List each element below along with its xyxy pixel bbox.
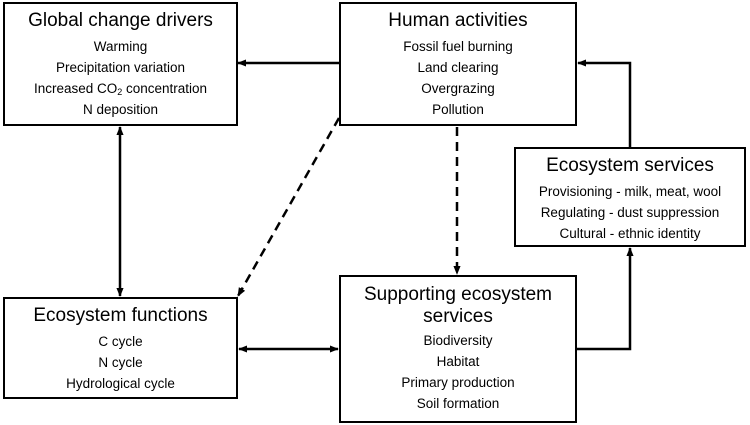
activity-item: Pollution: [432, 102, 484, 117]
driver-item-co2: Increased CO2 concentration: [5, 78, 236, 99]
supporting-item: Soil formation: [416, 396, 500, 411]
function-item: N cycle: [98, 355, 143, 370]
supporting-item: Biodiversity: [423, 333, 493, 348]
activity-item: Overgrazing: [421, 81, 495, 96]
driver-item: N deposition: [82, 102, 159, 117]
co2-subscript: 2: [117, 87, 123, 97]
supporting-services-title-line1: Supporting ecosystem: [364, 284, 552, 305]
activity-item: Land clearing: [417, 60, 499, 75]
ecosystem-services-box: Ecosystem services Provisioning - milk, …: [514, 147, 746, 247]
global-change-drivers-title: Global change drivers: [28, 10, 213, 31]
supporting-ecosystem-services-box: Supporting ecosystem services Biodiversi…: [339, 275, 577, 423]
service-item: Cultural - ethnic identity: [559, 226, 701, 241]
driver-item: Warming: [93, 39, 148, 54]
ecosystem-services-title: Ecosystem services: [546, 155, 714, 176]
dashed-arrow-human-to-functions: [236, 117, 341, 297]
activity-item: Fossil fuel burning: [403, 39, 513, 54]
supporting-item: Primary production: [401, 375, 515, 390]
human-activities-title: Human activities: [388, 10, 528, 31]
arrow-services-to-human: [577, 59, 632, 147]
function-item: C cycle: [98, 334, 143, 349]
ecosystem-functions-box: Ecosystem functions C cycle N cycle Hydr…: [3, 297, 238, 399]
co2-prefix: Increased CO: [33, 81, 118, 96]
human-activities-box: Human activities Fossil fuel burning Lan…: [339, 2, 577, 126]
driver-item: Precipitation variation: [55, 60, 186, 75]
supporting-services-title: Supporting ecosystem services: [341, 284, 575, 328]
co2-suffix: concentration: [122, 81, 208, 96]
service-item: Provisioning - milk, meat, wool: [538, 184, 722, 199]
supporting-services-title-line2: services: [423, 306, 493, 327]
ecosystem-functions-title: Ecosystem functions: [33, 305, 208, 326]
supporting-item: Habitat: [436, 354, 480, 369]
function-item: Hydrological cycle: [66, 376, 175, 391]
service-item: Regulating - dust suppression: [540, 205, 720, 220]
arrow-supporting-to-services: [577, 247, 634, 351]
global-change-drivers-box: Global change drivers Warming Precipitat…: [3, 2, 238, 126]
